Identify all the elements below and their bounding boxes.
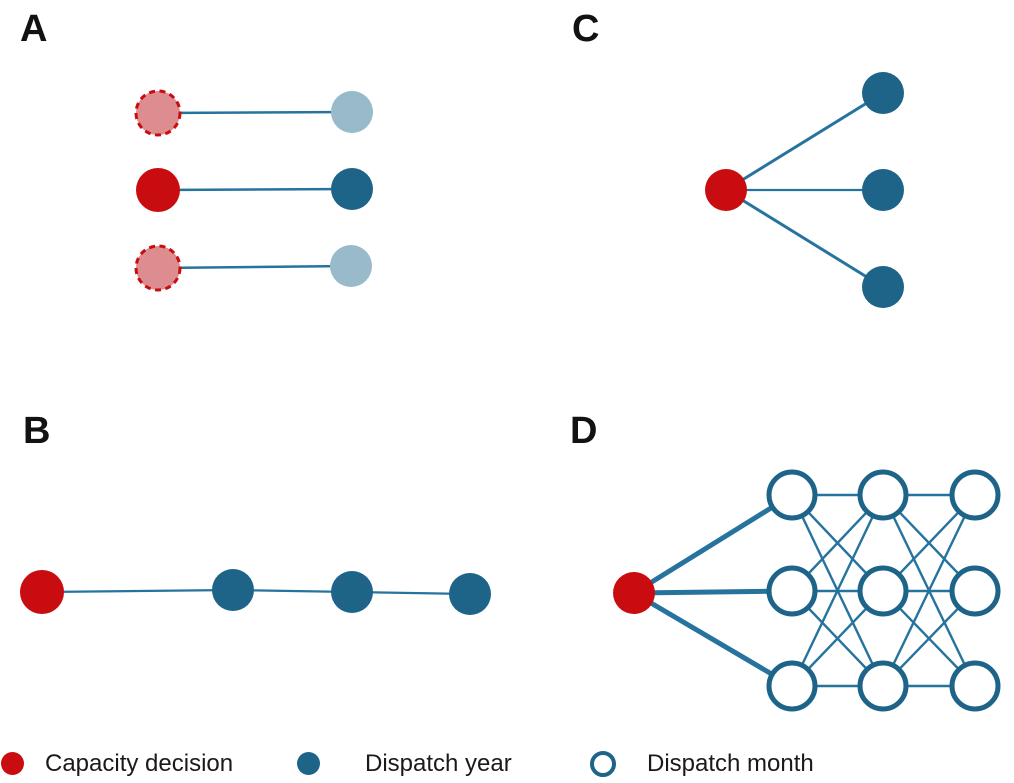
legend-item-capacity-decision: Capacity decision [1, 744, 233, 783]
legend: Capacity decision Dispatch year Dispatch… [0, 744, 1014, 783]
panel-c [705, 72, 904, 308]
edge-line [157, 264, 352, 270]
edge-line [725, 91, 884, 192]
dispatch-month-node [766, 660, 818, 712]
edge-line [725, 188, 884, 289]
edge-line [41, 588, 234, 594]
legend-item-dispatch-month: Dispatch month [590, 744, 814, 783]
dispatch-month-node [766, 565, 818, 617]
dispatch-year-node [449, 573, 491, 615]
dispatch-month-node [857, 660, 909, 712]
capacity-decision-unselected-node [134, 244, 182, 292]
capacity-decision-node [20, 570, 64, 614]
panel-a [134, 89, 373, 292]
dispatch-month-node [949, 565, 1001, 617]
dispatch-year-node [212, 569, 254, 611]
panel-label-c: C [572, 8, 600, 50]
dispatch-month-node [949, 660, 1001, 712]
capacity-decision-swatch-icon [1, 752, 24, 775]
edge-line [633, 588, 793, 596]
dispatch-month-node [857, 565, 909, 617]
panel-label-a: A [20, 8, 48, 50]
dispatch-year-unselected-node [330, 245, 372, 287]
dispatch-month-node [949, 469, 1001, 521]
dispatch-year-node [862, 72, 904, 114]
dispatch-year-node [331, 571, 373, 613]
edge-line [157, 187, 353, 192]
edge-line [632, 590, 794, 689]
legend-label-dispatch-month: Dispatch month [647, 749, 814, 777]
dispatch-year-unselected-node [331, 91, 373, 133]
edge-line [632, 492, 794, 596]
capacity-decision-unselected-node [134, 89, 182, 137]
dispatch-month-node [766, 469, 818, 521]
panel-d [613, 469, 1001, 712]
dispatch-month-node [857, 469, 909, 521]
capacity-decision-node [613, 572, 655, 614]
dispatch-year-node [862, 169, 904, 211]
legend-label-capacity-decision: Capacity decision [45, 749, 234, 777]
panel-label-b: B [23, 410, 51, 452]
dispatch-month-swatch-icon [590, 750, 616, 777]
legend-label-dispatch-year: Dispatch year [365, 749, 512, 777]
edge-line [157, 110, 353, 115]
capacity-decision-node [705, 169, 747, 211]
edge-line [790, 494, 885, 687]
legend-item-dispatch-year: Dispatch year [297, 744, 512, 783]
dispatch-year-node [331, 168, 373, 210]
dispatch-year-swatch-icon [297, 752, 320, 775]
dispatch-year-node [862, 266, 904, 308]
panel-label-d: D [570, 410, 598, 452]
capacity-decision-node [136, 168, 180, 212]
panel-b [20, 569, 491, 615]
edge-line [881, 494, 977, 687]
